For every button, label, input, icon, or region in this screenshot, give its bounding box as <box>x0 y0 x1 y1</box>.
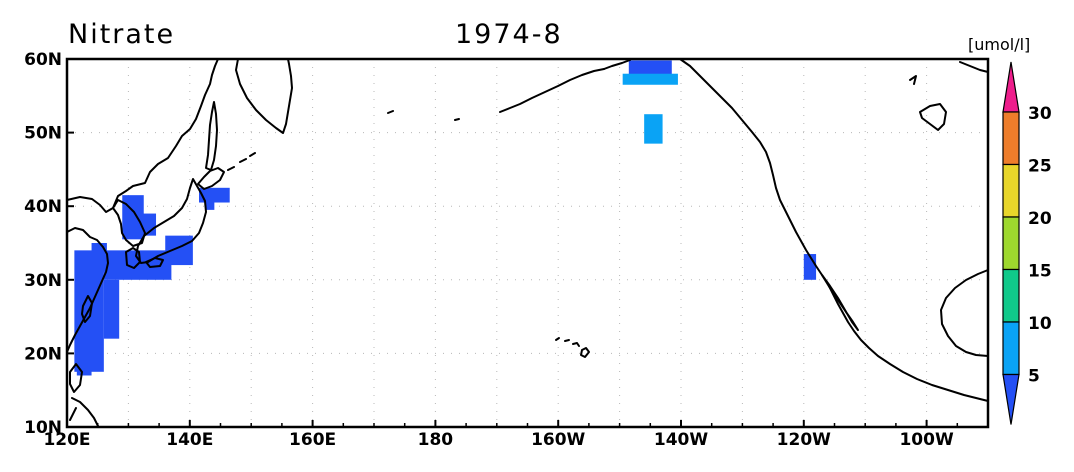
coastline-taiwan <box>81 295 93 323</box>
nitrate-data-layer <box>74 60 817 376</box>
coastline-kamchatka <box>235 58 293 134</box>
nitrate-cell-gulf-of-alaska <box>628 60 672 78</box>
axis-ticks: 120E 140E 160E 180 160W 140W 120W 100W 60N 50N 40N… <box>24 50 959 450</box>
plot-area <box>65 57 990 429</box>
coastline-korea <box>112 199 146 247</box>
colorbar-label: 20 <box>1028 209 1052 229</box>
nitrate-cell-ocean-station-p <box>644 114 663 144</box>
coastline-aleutians <box>387 68 605 121</box>
colorbar-segment <box>1002 111 1020 166</box>
x-tick-label: 100W <box>899 430 953 450</box>
coastline-canada-fragments <box>909 61 989 131</box>
coastline-north-america <box>603 58 989 402</box>
y-tick-label: 40N <box>24 197 62 217</box>
y-tick-label: 50N <box>24 124 62 144</box>
x-tick-label: 160E <box>289 430 336 450</box>
y-tick-label: 60N <box>24 50 62 70</box>
colorbar-label: 5 <box>1028 367 1040 387</box>
colorbar-units: [umol/l] <box>968 35 1030 54</box>
coastline-baja <box>821 274 859 331</box>
colorbar-label: 15 <box>1028 262 1052 282</box>
map-title: Nitrate <box>68 19 175 50</box>
y-tick-label: 20N <box>24 344 62 364</box>
x-tick-label: 180 <box>418 430 454 450</box>
colorbar-segment <box>1002 163 1020 218</box>
coastline-gulf-mexico <box>940 269 989 357</box>
nitrate-cell-gulf-of-alaska-edge <box>622 73 678 85</box>
colorbar-segment <box>1002 216 1020 271</box>
x-tick-label: 120E <box>43 430 90 450</box>
coastline-sakhalin <box>205 101 218 171</box>
colorbar-segment <box>1002 321 1020 376</box>
x-tick-label: 140W <box>654 430 708 450</box>
y-tick-label: 30N <box>24 271 62 291</box>
nitrate-cell-japan-sea <box>122 195 144 240</box>
nitrate-cell-taiwan-east <box>103 279 120 339</box>
coastline-hawaii <box>555 337 590 358</box>
colorbar-label: 30 <box>1028 104 1052 124</box>
colorbar: 5 10 15 20 25 30 <box>1002 61 1052 425</box>
colorbar-top-arrow <box>1002 61 1020 113</box>
coastline-japan <box>135 178 207 264</box>
colorbar-label: 10 <box>1028 314 1052 334</box>
coastline-kurils <box>227 152 256 171</box>
nitrate-cell-yellow-sea <box>91 243 107 273</box>
colorbar-label: 25 <box>1028 157 1052 177</box>
coastline-hokkaido <box>197 167 225 190</box>
coastline-philippines <box>69 363 99 427</box>
x-tick-label: 140E <box>166 430 213 450</box>
coastline-shikoku <box>145 257 164 268</box>
colorbar-segment <box>1002 268 1020 323</box>
map-date: 1974-8 <box>455 19 563 50</box>
colorbar-bottom-arrow <box>1002 373 1020 425</box>
x-tick-label: 160W <box>531 430 585 450</box>
x-tick-label: 120W <box>777 430 831 450</box>
nitrate-cell-kuril-east-south <box>205 198 215 210</box>
nitrate-cell-south-china-sea-edge <box>76 338 92 376</box>
coastline-kyushu <box>125 247 141 269</box>
coastlines <box>66 58 989 427</box>
coastline-asia <box>66 58 219 353</box>
y-tick-label: 10N <box>24 418 62 438</box>
